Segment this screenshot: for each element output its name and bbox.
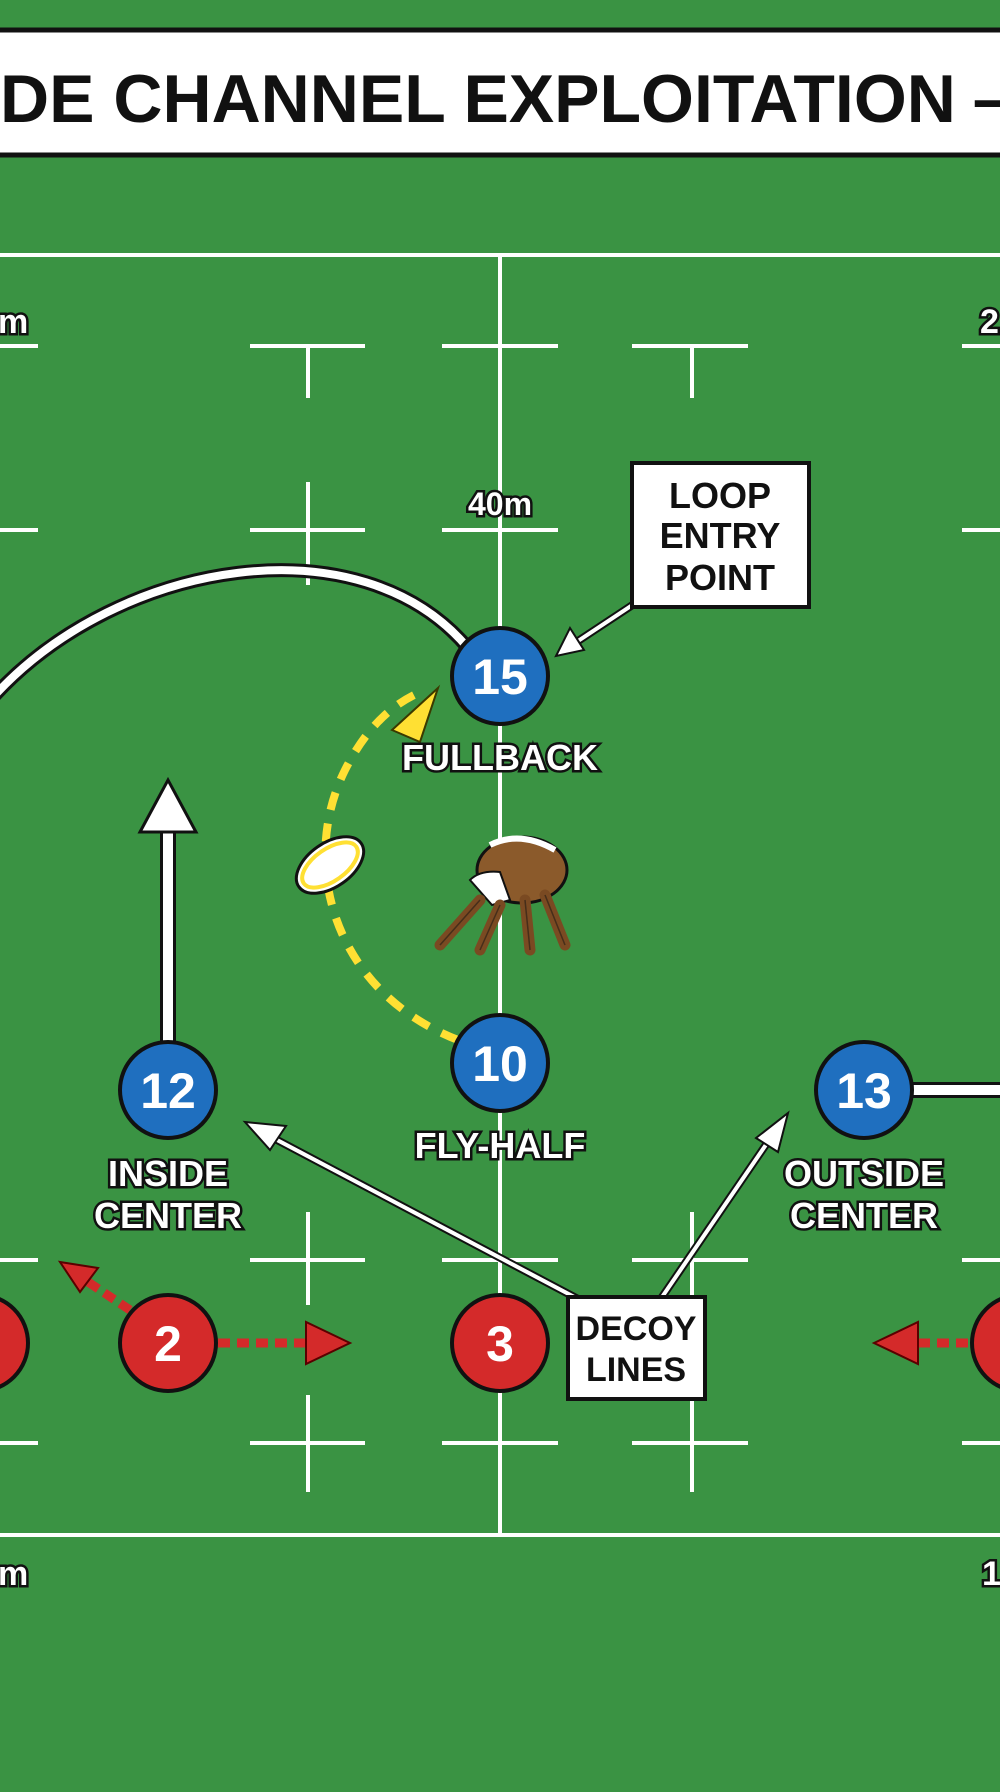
defender-number: 2 [154, 1316, 182, 1372]
player-label-inside-center-2: CENTER [94, 1195, 242, 1236]
player-label-inside-center-1: INSIDE [108, 1153, 228, 1194]
player-label-fly-half: FLY-HALF [415, 1125, 586, 1166]
rugby-ball-icon [294, 835, 366, 895]
loop-entry-line-3: POINT [665, 557, 775, 598]
defender-2[interactable]: 2 [118, 1293, 218, 1393]
ruck-player-icon [434, 835, 571, 956]
player-13-outside-center[interactable]: 13 [814, 1040, 914, 1140]
decoy-lines-line-1: DECOY [576, 1310, 697, 1348]
decoy-lines-callout: DECOY LINES [566, 1295, 707, 1401]
defender-right-edge[interactable] [970, 1295, 1000, 1391]
player-10-fly-half[interactable]: 10 [450, 1013, 550, 1113]
player-number: 12 [140, 1063, 196, 1119]
pass-arrowhead [390, 684, 441, 744]
defender-movement-arrows [57, 1260, 968, 1366]
distance-label-top-right: 2 [980, 303, 999, 341]
player-label-fullback: FULLBACK [402, 737, 598, 778]
defender-3[interactable]: 3 [450, 1293, 550, 1393]
distance-label-40m: 40m [468, 486, 532, 522]
player-number: 10 [472, 1036, 528, 1092]
title-banner: DE CHANNEL EXPLOITATION — F [0, 27, 1000, 158]
loop-entry-callout: LOOP ENTRY POINT [630, 461, 811, 609]
title-text: DE CHANNEL EXPLOITATION — F [0, 61, 1000, 137]
loop-entry-line-1: LOOP [669, 475, 771, 516]
decoy-lines-line-2: LINES [586, 1351, 686, 1389]
decoy-line-arrows [242, 1110, 790, 1304]
defender-number: 3 [486, 1316, 514, 1372]
defender-left-edge[interactable] [0, 1295, 30, 1391]
loop-entry-pointer [554, 596, 643, 658]
player-number: 13 [836, 1063, 892, 1119]
player-label-outside-center-2: CENTER [790, 1195, 938, 1236]
distance-label-bottom-left: m [0, 1555, 28, 1593]
player-15-fullback[interactable]: 15 [450, 626, 550, 726]
inside-center-run-arrow [137, 776, 199, 1045]
distance-label-bottom-right: 1 [982, 1555, 1000, 1593]
loop-entry-line-2: ENTRY [660, 515, 781, 556]
player-label-outside-center-1: OUTSIDE [784, 1153, 944, 1194]
player-12-inside-center[interactable]: 12 [118, 1040, 218, 1140]
distance-label-top-left: m [0, 303, 28, 341]
player-number: 15 [472, 649, 528, 705]
